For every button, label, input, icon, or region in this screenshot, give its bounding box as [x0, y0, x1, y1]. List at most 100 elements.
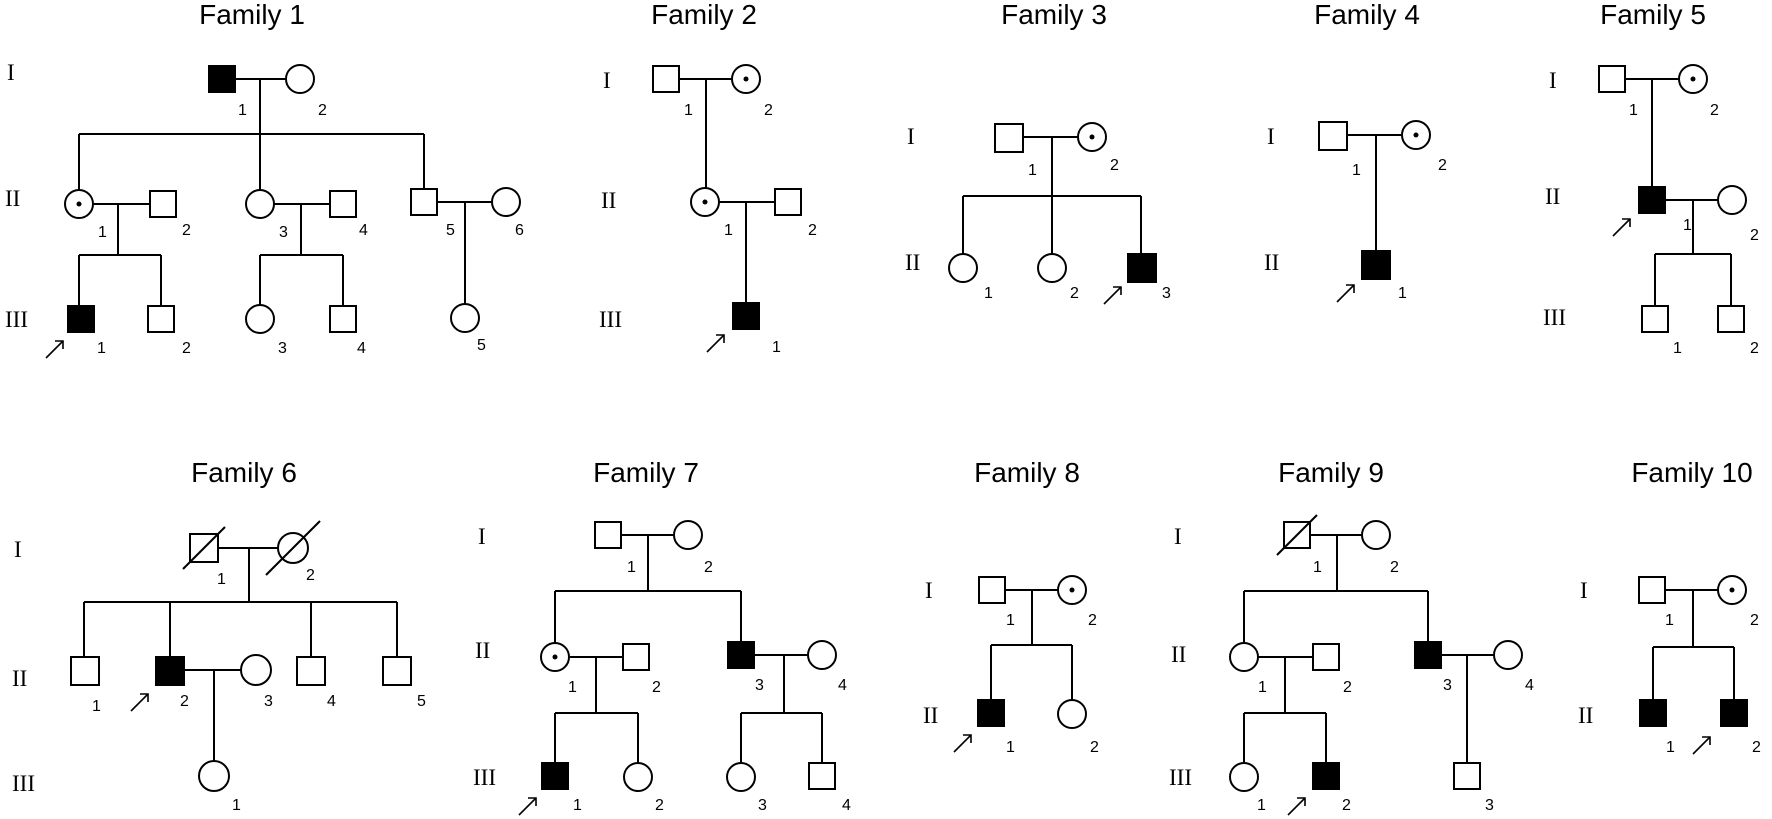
- male-symbol: [1717, 305, 1745, 333]
- generation-label: I: [1580, 578, 1588, 603]
- individual-number: 3: [278, 340, 287, 357]
- connector-lines: [554, 534, 823, 763]
- affected-male-symbol: [1312, 762, 1340, 790]
- male-symbol: [774, 188, 802, 216]
- family-10: Family 10 I II 1 2 1 2: [1578, 457, 1761, 756]
- individual-number: 1: [1257, 797, 1266, 814]
- proband-arrow: [1336, 284, 1355, 303]
- individual-number: 1: [724, 222, 733, 239]
- generation-label: I: [478, 524, 486, 549]
- individual-number: 1: [984, 285, 993, 302]
- generation-label: III: [599, 307, 622, 332]
- individual-number: 1: [1313, 559, 1322, 576]
- affected-male-symbol: [1361, 250, 1391, 280]
- individual-number: 5: [477, 337, 486, 354]
- female-symbol: [623, 762, 653, 792]
- female-symbol: [1717, 185, 1747, 215]
- individual-number: 2: [1750, 612, 1759, 629]
- affected-male-symbol: [1639, 699, 1667, 727]
- individual-number: 4: [327, 693, 336, 710]
- individual-number: 4: [357, 340, 366, 357]
- female-symbol: [245, 189, 275, 219]
- individual-number: 3: [1443, 677, 1452, 694]
- connector-lines: [1348, 134, 1402, 251]
- family-title: Family 10: [1631, 457, 1752, 488]
- individual-number: 1: [1398, 285, 1407, 302]
- connector-lines: [680, 78, 774, 304]
- individual-number: 2: [1710, 102, 1719, 119]
- carrier-dot: [1089, 134, 1095, 140]
- individual-number: 1: [573, 797, 582, 814]
- individual-number: 1: [1258, 679, 1267, 696]
- family-title: Family 1: [199, 0, 305, 30]
- individual-number: 2: [808, 222, 817, 239]
- individual-number: 2: [182, 340, 191, 357]
- family-8: Family 8 I II 1 2 1 2: [923, 457, 1099, 756]
- individual-number: 5: [417, 693, 426, 710]
- carrier-dot: [1069, 587, 1075, 593]
- connector-lines: [1243, 534, 1494, 763]
- individual-number: 2: [652, 679, 661, 696]
- generation-label: III: [1543, 305, 1566, 330]
- female-symbol: [198, 760, 230, 792]
- affected-male-symbol: [67, 305, 95, 333]
- male-symbol: [329, 305, 357, 333]
- proband-arrow: [706, 334, 725, 353]
- female-symbol: [450, 303, 480, 333]
- generation-label: II: [12, 666, 27, 691]
- individual-number: 3: [264, 693, 273, 710]
- family-5: Family 5 I II III 1 2 1 2 1 2: [1543, 0, 1759, 357]
- affected-male-symbol: [155, 656, 185, 686]
- family-title: Family 7: [593, 457, 699, 488]
- male-symbol: [382, 656, 412, 686]
- individual-number: 6: [515, 222, 524, 239]
- male-symbol: [622, 643, 650, 671]
- carrier-dot: [1690, 76, 1696, 82]
- male-symbol: [1638, 576, 1666, 604]
- individual-number: 4: [842, 797, 851, 814]
- female-symbol: [285, 64, 315, 94]
- individual-number: 2: [1070, 285, 1079, 302]
- generation-label: II: [601, 188, 616, 213]
- individual-number: 1: [1665, 612, 1674, 629]
- individual-number: 1: [1006, 739, 1015, 756]
- connector-lines: [1626, 78, 1732, 306]
- individual-number: 1: [1006, 612, 1015, 629]
- individual-number: 2: [1390, 559, 1399, 576]
- affected-male-symbol: [208, 65, 236, 93]
- proband-arrow: [1103, 286, 1122, 305]
- individual-number: 2: [182, 222, 191, 239]
- individual-number: 2: [764, 102, 773, 119]
- carrier-dot: [702, 199, 708, 205]
- connector-lines: [83, 547, 398, 761]
- connector-lines: [78, 78, 492, 306]
- male-symbol: [296, 656, 326, 686]
- male-symbol: [994, 123, 1024, 153]
- individual-number: 1: [232, 797, 241, 814]
- connector-lines: [1652, 589, 1735, 700]
- female-symbol: [807, 640, 837, 670]
- generation-label: II: [1545, 184, 1560, 209]
- female-symbol: [673, 520, 703, 550]
- family-7: Family 7 I II III 1 2 1 2: [473, 457, 851, 816]
- female-symbol: [1493, 640, 1523, 670]
- connector-lines: [990, 589, 1073, 700]
- male-symbol: [1453, 762, 1481, 790]
- individual-number: 2: [1343, 679, 1352, 696]
- individual-number: 3: [1485, 797, 1494, 814]
- generation-label: I: [603, 68, 611, 93]
- male-symbol: [329, 190, 357, 218]
- individual-number: 2: [1752, 739, 1761, 756]
- family-title: Family 3: [1001, 0, 1107, 30]
- generation-label: II: [1264, 250, 1279, 275]
- individual-number: 2: [306, 567, 315, 584]
- generation-label: I: [1267, 124, 1275, 149]
- individual-number: 3: [1162, 285, 1171, 302]
- proband-arrow: [45, 340, 64, 359]
- proband-arrow: [1287, 797, 1306, 816]
- generation-label: I: [1174, 524, 1182, 549]
- carrier-dot: [1413, 132, 1419, 138]
- individual-number: 3: [758, 797, 767, 814]
